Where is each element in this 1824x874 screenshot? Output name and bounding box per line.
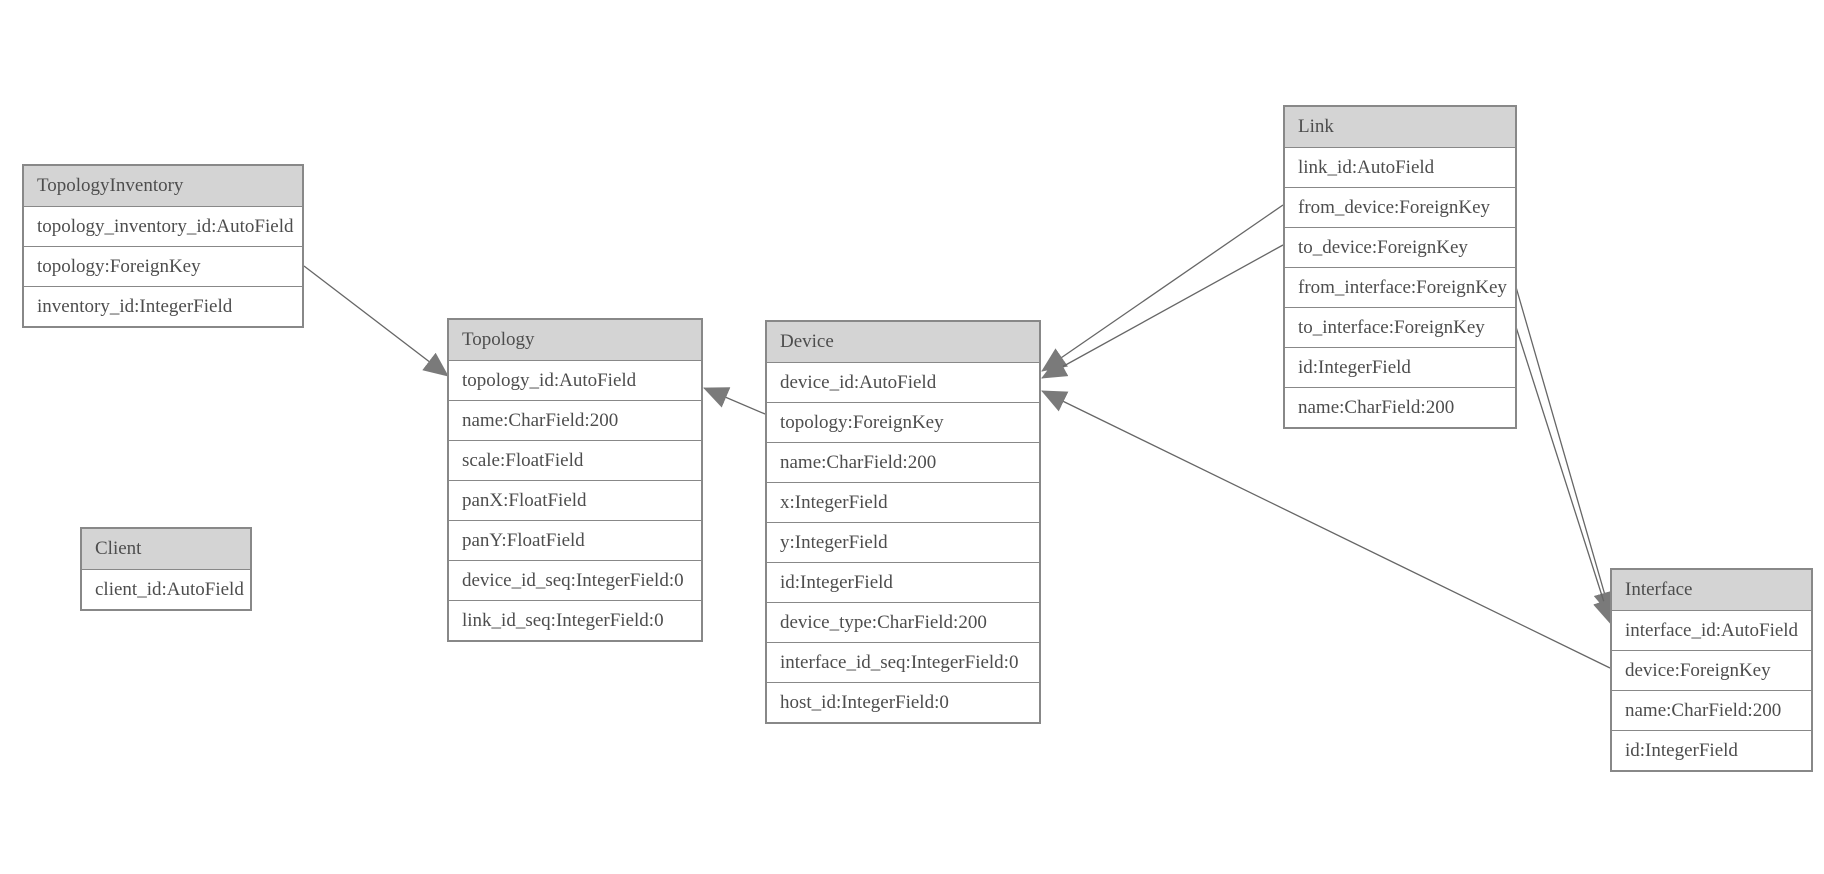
entity-field-row: y:IntegerField [767, 523, 1039, 563]
entity-field-row: device_type:CharField:200 [767, 603, 1039, 643]
entity-field-row: from_device:ForeignKey [1285, 188, 1515, 228]
entity-field-row: interface_id_seq:IntegerField:0 [767, 643, 1039, 683]
entity-field-row: host_id:IntegerField:0 [767, 683, 1039, 722]
entity-field-row: device:ForeignKey [1612, 651, 1811, 691]
relation-link-to-interface-to-interface [1515, 326, 1615, 625]
entity-field-row: topology:ForeignKey [24, 247, 302, 287]
entity-field-row: topology_inventory_id:AutoField [24, 207, 302, 247]
entity-field-row: to_interface:ForeignKey [1285, 308, 1515, 348]
entity-field-row: id:IntegerField [1285, 348, 1515, 388]
entity-field-row: link_id_seq:IntegerField:0 [449, 601, 701, 640]
relation-device-topology-to-topology [703, 387, 766, 415]
entity-field-row: link_id:AutoField [1285, 148, 1515, 188]
entity-field-row: device_id_seq:IntegerField:0 [449, 561, 701, 601]
entity-title-device: Device [767, 322, 1039, 363]
entity-field-row: scale:FloatField [449, 441, 701, 481]
entity-title-topology: Topology [449, 320, 701, 361]
entity-field-row: x:IntegerField [767, 483, 1039, 523]
entity-field-row: inventory_id:IntegerField [24, 287, 302, 326]
entity-field-row: name:CharField:200 [1285, 388, 1515, 427]
entity-field-row: topology_id:AutoField [449, 361, 701, 401]
entity-field-row: client_id:AutoField [82, 570, 250, 609]
relation-interface-device-to-device [1041, 390, 1611, 669]
relation-link-from-device-to-device [1041, 204, 1284, 372]
entity-title-client: Client [82, 529, 250, 570]
entity-field-row: id:IntegerField [1612, 731, 1811, 770]
entity-field-row: topology:ForeignKey [767, 403, 1039, 443]
relation-link-to-device-to-device [1041, 244, 1284, 379]
entity-field-row: to_device:ForeignKey [1285, 228, 1515, 268]
entity-title-topology-inventory: TopologyInventory [24, 166, 302, 207]
entity-field-row: from_interface:ForeignKey [1285, 268, 1515, 308]
entity-title-link: Link [1285, 107, 1515, 148]
relation-topologyinventory-topology-to-topology [303, 265, 449, 377]
relation-link-from-interface-to-interface [1515, 286, 1615, 617]
entity-field-row: id:IntegerField [767, 563, 1039, 603]
entity-field-row: interface_id:AutoField [1612, 611, 1811, 651]
entity-field-row: panY:FloatField [449, 521, 701, 561]
entity-field-row: panX:FloatField [449, 481, 701, 521]
entity-field-row: device_id:AutoField [767, 363, 1039, 403]
entity-field-row: name:CharField:200 [1612, 691, 1811, 731]
entity-title-interface: Interface [1612, 570, 1811, 611]
entity-field-row: name:CharField:200 [767, 443, 1039, 483]
entity-field-row: name:CharField:200 [449, 401, 701, 441]
